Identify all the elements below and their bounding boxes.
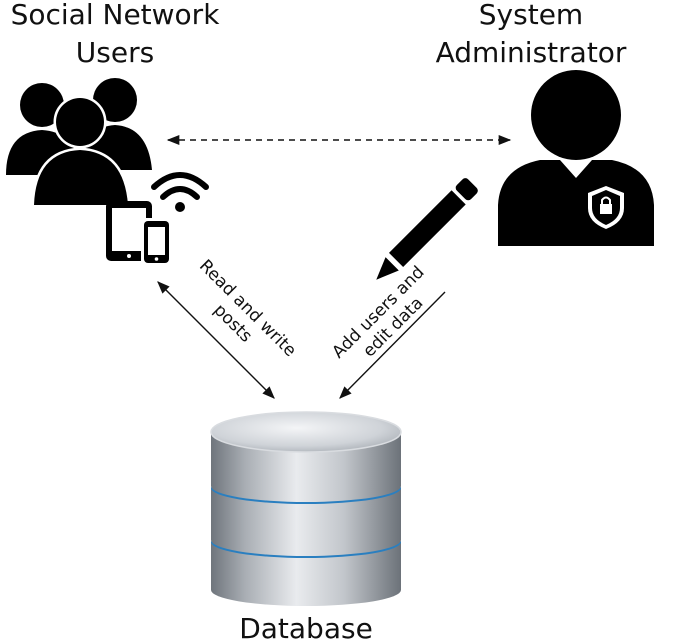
- phone-icon: [141, 218, 172, 266]
- admin-title-line1: System: [479, 0, 583, 31]
- tablet-icon: [106, 201, 152, 261]
- group-of-users-icon: [6, 78, 152, 208]
- users-title-line2: Users: [76, 36, 154, 69]
- read-write-label-line1: Read and write: [195, 256, 300, 361]
- padlock-icon: [588, 186, 624, 229]
- pencil-icon: [376, 178, 478, 280]
- database-cylinder-icon: [210, 411, 402, 606]
- admin-title-line2: Administrator: [436, 36, 627, 69]
- wifi-icon: [151, 172, 209, 212]
- users-database-arrow: [157, 281, 275, 399]
- users-title-line1: Social Network: [11, 0, 221, 31]
- administrator-with-shield-icon: [498, 70, 654, 246]
- database-title: Database: [239, 612, 373, 643]
- admin-database-arrow: [339, 291, 446, 399]
